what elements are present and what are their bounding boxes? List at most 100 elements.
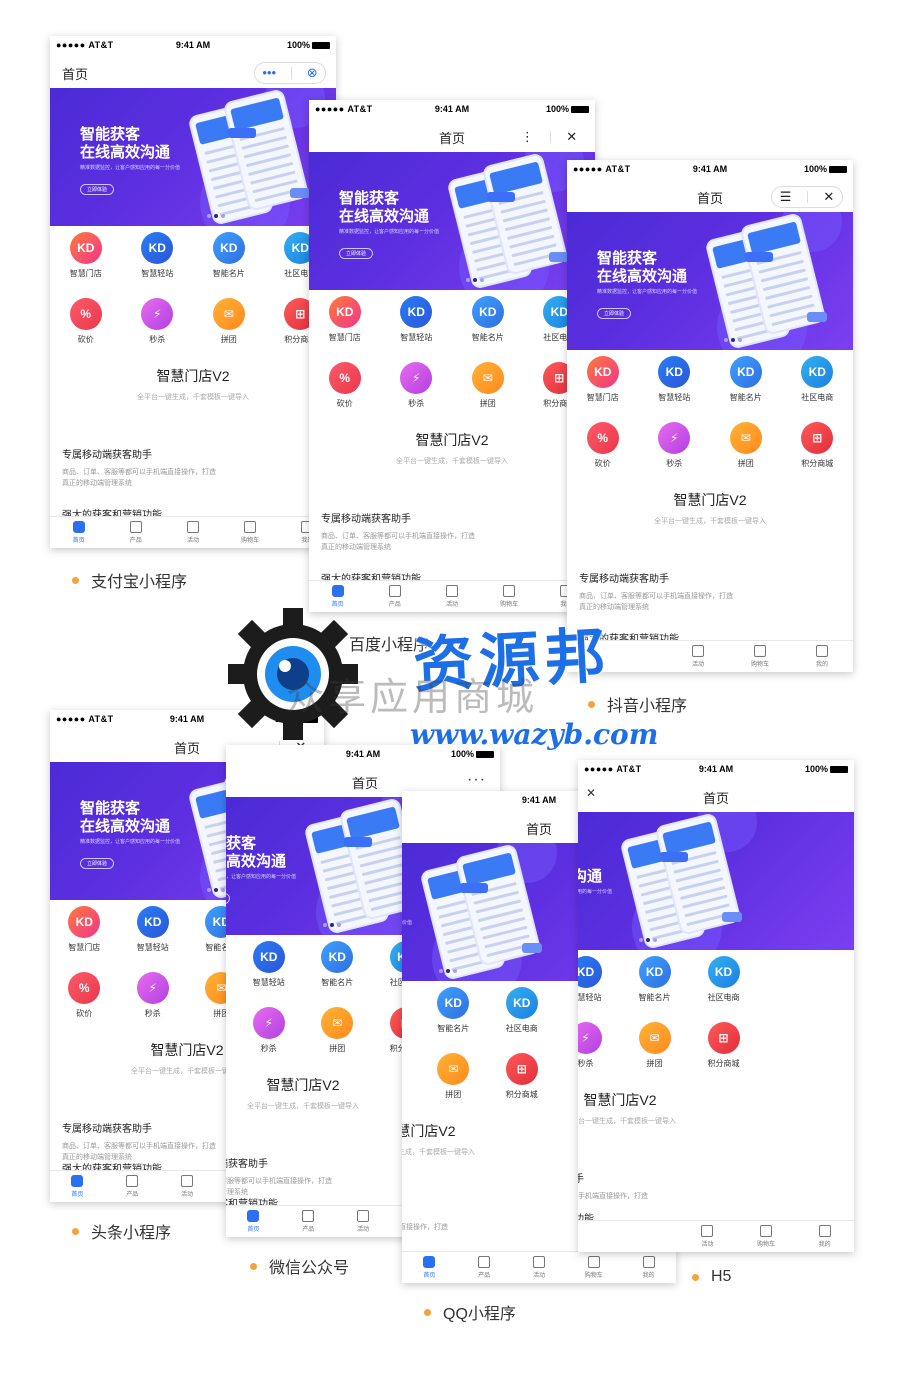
tab-home[interactable]: 首页 bbox=[50, 517, 107, 548]
tab-home[interactable]: 首页 bbox=[50, 1171, 105, 1202]
tab-user[interactable]: 我的 bbox=[803, 641, 840, 672]
tab-grid[interactable]: 产品 bbox=[457, 1252, 512, 1283]
tab-send[interactable]: 活动 bbox=[512, 1252, 567, 1283]
pagination-dot[interactable] bbox=[337, 923, 341, 927]
pagination-dot[interactable] bbox=[446, 969, 450, 973]
pagination-dot[interactable] bbox=[439, 969, 443, 973]
tab-user[interactable]: 我的 bbox=[807, 1221, 842, 1252]
grid-item[interactable]: ✉拼团 bbox=[193, 298, 265, 345]
pagination-dot[interactable] bbox=[653, 938, 657, 942]
close-icon[interactable]: ✕ bbox=[586, 786, 598, 800]
banner-pagination[interactable] bbox=[724, 338, 742, 342]
grid-item[interactable]: ⚡秒杀 bbox=[578, 1022, 620, 1069]
grid-item[interactable]: %砍价 bbox=[50, 972, 119, 1019]
banner-button[interactable]: 立即体验 bbox=[80, 858, 115, 869]
tab-cart[interactable]: 购物车 bbox=[481, 581, 538, 612]
more-icon[interactable]: ⋮ bbox=[520, 129, 534, 144]
tab-home[interactable]: 首页 bbox=[309, 581, 366, 612]
menu-icon[interactable]: ☰ bbox=[779, 189, 792, 204]
banner-button[interactable]: 立即体验 bbox=[226, 893, 231, 904]
tab-cart[interactable]: 购物车 bbox=[748, 1221, 783, 1252]
banner[interactable]: 智能获客 在线高效沟通精准数据监控，让客户感知应用的每一分价值立即体验 bbox=[50, 88, 336, 226]
pagination-dot[interactable] bbox=[207, 214, 211, 218]
pagination-dot[interactable] bbox=[214, 214, 218, 218]
pagination-dot[interactable] bbox=[731, 338, 735, 342]
banner-pagination[interactable] bbox=[439, 969, 457, 973]
grid-item[interactable]: ⚡秒杀 bbox=[122, 298, 194, 345]
tab-send[interactable]: 活动 bbox=[336, 1206, 391, 1237]
grid-item[interactable]: ⚡秒杀 bbox=[235, 1007, 304, 1054]
grid-item[interactable]: %砍价 bbox=[309, 362, 381, 409]
banner-pagination[interactable] bbox=[207, 214, 225, 218]
grid-item[interactable]: ⚡秒杀 bbox=[639, 422, 711, 469]
capsule-menu[interactable]: ⋮✕ bbox=[513, 126, 585, 148]
pagination-dot[interactable] bbox=[639, 938, 643, 942]
tab-user[interactable]: 我的 bbox=[621, 1252, 676, 1283]
pagination-dot[interactable] bbox=[480, 278, 484, 282]
grid-item[interactable]: ✉拼团 bbox=[710, 422, 782, 469]
pagination-dot[interactable] bbox=[646, 938, 650, 942]
pagination-dot[interactable] bbox=[473, 278, 477, 282]
grid-item[interactable]: ⚡秒杀 bbox=[402, 1053, 419, 1100]
refresh-icon[interactable]: ⊗ bbox=[306, 65, 318, 80]
tab-home[interactable]: 首页 bbox=[402, 1252, 457, 1283]
more-icon[interactable]: ··· bbox=[467, 771, 486, 788]
grid-item[interactable]: %砍价 bbox=[567, 422, 639, 469]
more-icon[interactable]: ••• bbox=[262, 65, 277, 80]
grid-item[interactable]: ⊞积分商城 bbox=[782, 422, 854, 469]
capsule-menu[interactable]: ☰✕ bbox=[771, 186, 843, 208]
banner-pagination[interactable] bbox=[466, 278, 484, 282]
tab-grid[interactable]: 产品 bbox=[105, 1171, 160, 1202]
pagination-dot[interactable] bbox=[330, 923, 334, 927]
close-icon[interactable]: ✕ bbox=[823, 189, 835, 204]
tab-grid[interactable]: 产品 bbox=[281, 1206, 336, 1237]
tab-cart[interactable]: 购物车 bbox=[566, 1252, 621, 1283]
tab-grid[interactable]: 产品 bbox=[107, 517, 164, 548]
pagination-dot[interactable] bbox=[221, 214, 225, 218]
tab-send[interactable]: 活动 bbox=[160, 1171, 215, 1202]
pagination-dot[interactable] bbox=[214, 888, 218, 892]
grid-item[interactable]: %砍价 bbox=[50, 298, 122, 345]
tab-home[interactable]: 首页 bbox=[226, 1206, 281, 1237]
tab-send[interactable]: 活动 bbox=[423, 581, 480, 612]
capsule-menu[interactable]: ••• ⊗ bbox=[254, 62, 326, 84]
banner-button[interactable]: 立即体验 bbox=[339, 248, 374, 259]
banner[interactable]: 智能获客 在线高效沟通精准数据监控，让客户感知应用的每一分价值立即体验 bbox=[309, 152, 595, 290]
grid-item[interactable]: ✉拼团 bbox=[620, 1022, 689, 1069]
close-icon[interactable]: ✕ bbox=[566, 129, 578, 144]
pagination-dot[interactable] bbox=[738, 338, 742, 342]
tab-send[interactable]: 活动 bbox=[164, 517, 221, 548]
grid-item[interactable]: ⊞积分商城 bbox=[488, 1053, 557, 1100]
grid-item[interactable]: ✉拼团 bbox=[419, 1053, 488, 1100]
grid-item[interactable]: ⚡秒杀 bbox=[381, 362, 453, 409]
grid-item[interactable]: ✉拼团 bbox=[303, 1007, 372, 1054]
banner-pagination[interactable] bbox=[207, 888, 225, 892]
pagination-dot[interactable] bbox=[221, 888, 225, 892]
tab-send[interactable]: 活动 bbox=[679, 641, 716, 672]
tab-send[interactable]: 活动 bbox=[690, 1221, 725, 1252]
pagination-dot[interactable] bbox=[724, 338, 728, 342]
banner-button[interactable]: 立即体验 bbox=[80, 184, 115, 195]
pagination-dot[interactable] bbox=[207, 888, 211, 892]
pagination-dot[interactable] bbox=[466, 278, 470, 282]
